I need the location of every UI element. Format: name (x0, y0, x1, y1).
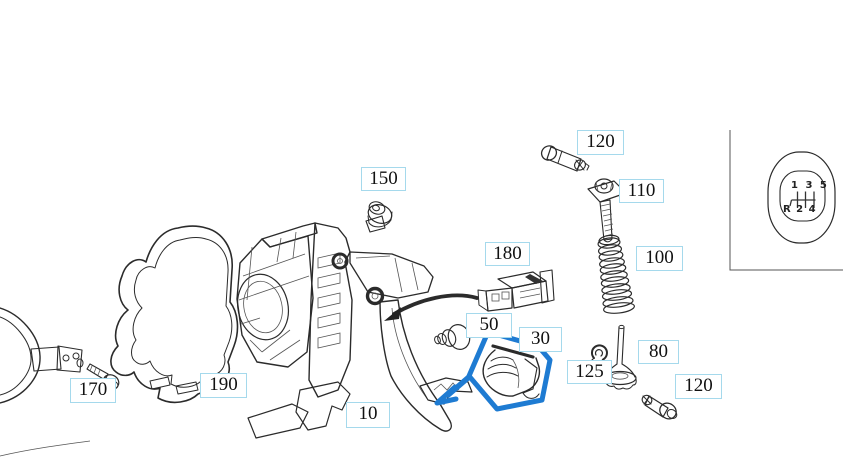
part-120-bottom-pin-drawing (641, 394, 678, 420)
part-100-spring-drawing (597, 234, 635, 314)
part-110-bolt-drawing (587, 178, 627, 243)
part-label-190[interactable]: 190 (200, 373, 247, 398)
shift-pattern-inset (729, 130, 843, 271)
shift-pattern-bottom-row: R 2 4 (783, 204, 817, 215)
part-label-120-top[interactable]: 120 (577, 130, 624, 155)
actuator-fragment-drawing (0, 307, 91, 457)
part-label-50[interactable]: 50 (466, 313, 512, 338)
black-pointer-arrow (384, 293, 479, 321)
inset-border (729, 130, 843, 271)
part-label-10[interactable]: 10 (346, 402, 390, 428)
part-label-80[interactable]: 80 (638, 340, 679, 364)
part-10-housing-drawing (236, 215, 473, 439)
part-120-top-pin-drawing (540, 145, 590, 172)
part-label-110[interactable]: 110 (619, 179, 664, 203)
part-label-150[interactable]: 150 (361, 167, 406, 191)
part-190-gasket-drawing (110, 225, 239, 404)
part-150-nut-drawing (367, 201, 393, 228)
part-label-120-bottom[interactable]: 120 (675, 374, 722, 399)
part-label-180[interactable]: 180 (485, 242, 530, 266)
shift-gate-lines (789, 191, 816, 208)
part-label-125[interactable]: 125 (567, 360, 612, 384)
shift-pattern-top-row: 1 3 5 (791, 180, 829, 191)
part-label-30[interactable]: 30 (519, 327, 562, 352)
part-30-cover-drawing (482, 344, 541, 399)
part-label-100[interactable]: 100 (636, 246, 683, 271)
part-label-170[interactable]: 170 (70, 378, 116, 403)
part-180-switch-drawing (477, 269, 555, 312)
